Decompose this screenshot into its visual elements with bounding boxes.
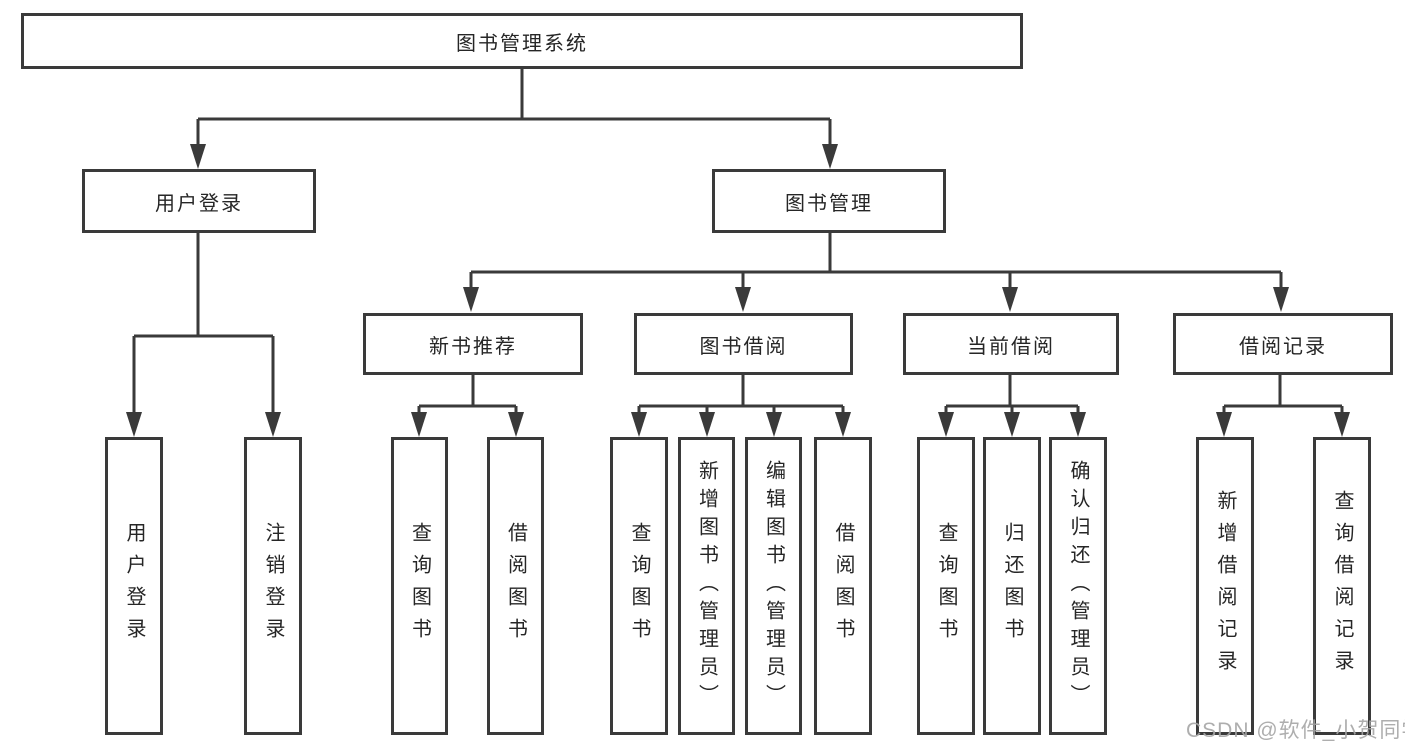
leaf-query-books-recommend: 查询图书: [391, 437, 448, 735]
leaf-return-book: 归还图书: [983, 437, 1041, 735]
leaf-return-book-label: 归还图书: [1001, 522, 1023, 650]
node-book-borrow: 图书借阅: [634, 313, 853, 375]
leaf-add-book-admin-label: 新增图书（管理员）: [695, 460, 718, 712]
node-library-system: 图书管理系统: [21, 13, 1023, 69]
node-book-management-label: 图书管理: [785, 192, 873, 215]
connector-bookborrow-to-leaves: [631, 374, 851, 437]
connector-bookmgmt-to-level3: [463, 233, 1289, 312]
leaf-add-borrow-record: 新增借阅记录: [1196, 437, 1254, 735]
leaf-borrow-books-recommend-label: 借阅图书: [504, 522, 527, 650]
connector-currentborrow-to-leaves: [938, 374, 1086, 437]
leaf-query-borrow-record-label: 查询借阅记录: [1331, 490, 1353, 682]
node-user-login-label: 用户登录: [155, 192, 243, 215]
leaf-add-book-admin: 新增图书（管理员）: [678, 437, 735, 735]
node-library-system-label: 图书管理系统: [456, 32, 588, 55]
connector-borrowrecord-to-leaves: [1216, 374, 1350, 437]
connector-userlogin-to-leaves: [126, 233, 281, 437]
node-book-management: 图书管理: [712, 169, 946, 233]
node-borrow-record-label: 借阅记录: [1239, 335, 1327, 358]
leaf-query-books-current-label: 查询图书: [935, 522, 957, 650]
leaf-query-borrow-record: 查询借阅记录: [1313, 437, 1371, 735]
node-new-book-recommend: 新书推荐: [363, 313, 583, 375]
connector-newbook-to-leaves: [411, 374, 524, 437]
node-user-login: 用户登录: [82, 169, 316, 233]
leaf-logout-label: 注销登录: [262, 522, 284, 650]
leaf-borrow-books-recommend: 借阅图书: [487, 437, 544, 735]
leaf-confirm-return-admin: 确认归还（管理员）: [1049, 437, 1107, 735]
watermark: CSDN @软件_小贺同学: [1186, 719, 1405, 742]
leaf-borrow-books-label: 借阅图书: [832, 522, 854, 650]
leaf-query-books-recommend-label: 查询图书: [408, 522, 431, 650]
leaf-borrow-books: 借阅图书: [814, 437, 872, 735]
leaf-logout: 注销登录: [244, 437, 302, 735]
leaf-add-borrow-record-label: 新增借阅记录: [1214, 490, 1236, 682]
node-current-borrow-label: 当前借阅: [967, 335, 1055, 358]
leaf-user-login-label: 用户登录: [123, 522, 145, 650]
node-book-borrow-label: 图书借阅: [699, 335, 788, 358]
leaf-edit-book-admin: 编辑图书（管理员）: [745, 437, 802, 735]
leaf-query-books-borrow: 查询图书: [610, 437, 668, 735]
leaf-query-books-borrow-label: 查询图书: [628, 522, 650, 650]
connector-root-to-level2: [190, 69, 838, 169]
node-current-borrow: 当前借阅: [903, 313, 1119, 375]
leaf-query-books-current: 查询图书: [917, 437, 975, 735]
leaf-user-login: 用户登录: [105, 437, 163, 735]
leaf-edit-book-admin-label: 编辑图书（管理员）: [762, 460, 785, 712]
node-borrow-record: 借阅记录: [1173, 313, 1393, 375]
leaf-confirm-return-admin-label: 确认归还（管理员）: [1067, 460, 1089, 712]
node-new-book-recommend-label: 新书推荐: [429, 335, 517, 358]
